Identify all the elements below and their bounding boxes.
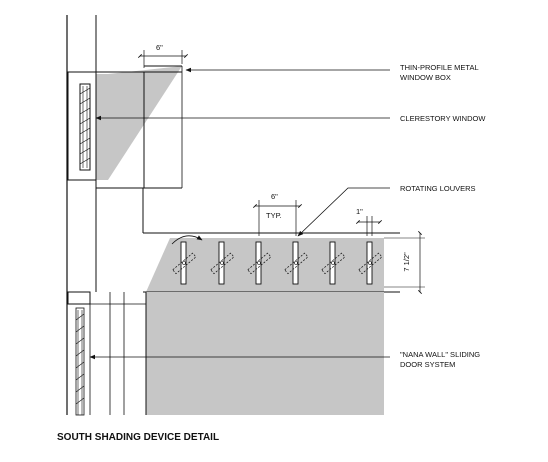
dimension-louver-spacing [253, 200, 302, 236]
clerestory-glass [79, 86, 91, 168]
nana-wall-glass [75, 310, 85, 415]
dimension-box-depth [138, 50, 188, 68]
dimension-louver-thickness [356, 216, 382, 236]
leader-louvers [297, 187, 390, 237]
callout-window-box: THIN-PROFILE METAL WINDOW BOX [400, 63, 480, 82]
wall-structure [66, 15, 144, 415]
louver-rotated-ghosts [172, 252, 383, 275]
dimension-louver-spacing-label: 6" [271, 192, 278, 201]
louver-pivots [182, 261, 372, 265]
callout-rotating-louvers: ROTATING LOUVERS [400, 184, 476, 193]
dimension-louver-thickness-label: 1" [356, 207, 363, 216]
window-box [67, 65, 183, 189]
louver-blades [180, 241, 373, 285]
dimension-louver-height-label: 7 1/2" [402, 252, 411, 272]
callout-clerestory-window: CLERESTORY WINDOW [400, 114, 486, 123]
drawing-title: SOUTH SHADING DEVICE DETAIL [57, 432, 219, 443]
dimension-typ-label: TYP. [266, 211, 282, 220]
dimension-box-depth-label: 6" [156, 43, 163, 52]
callout-nana-wall: "NANA WALL" SLIDING DOOR SYSTEM [400, 350, 482, 369]
nana-wall-system [67, 291, 384, 416]
rotation-arrow [171, 235, 203, 245]
